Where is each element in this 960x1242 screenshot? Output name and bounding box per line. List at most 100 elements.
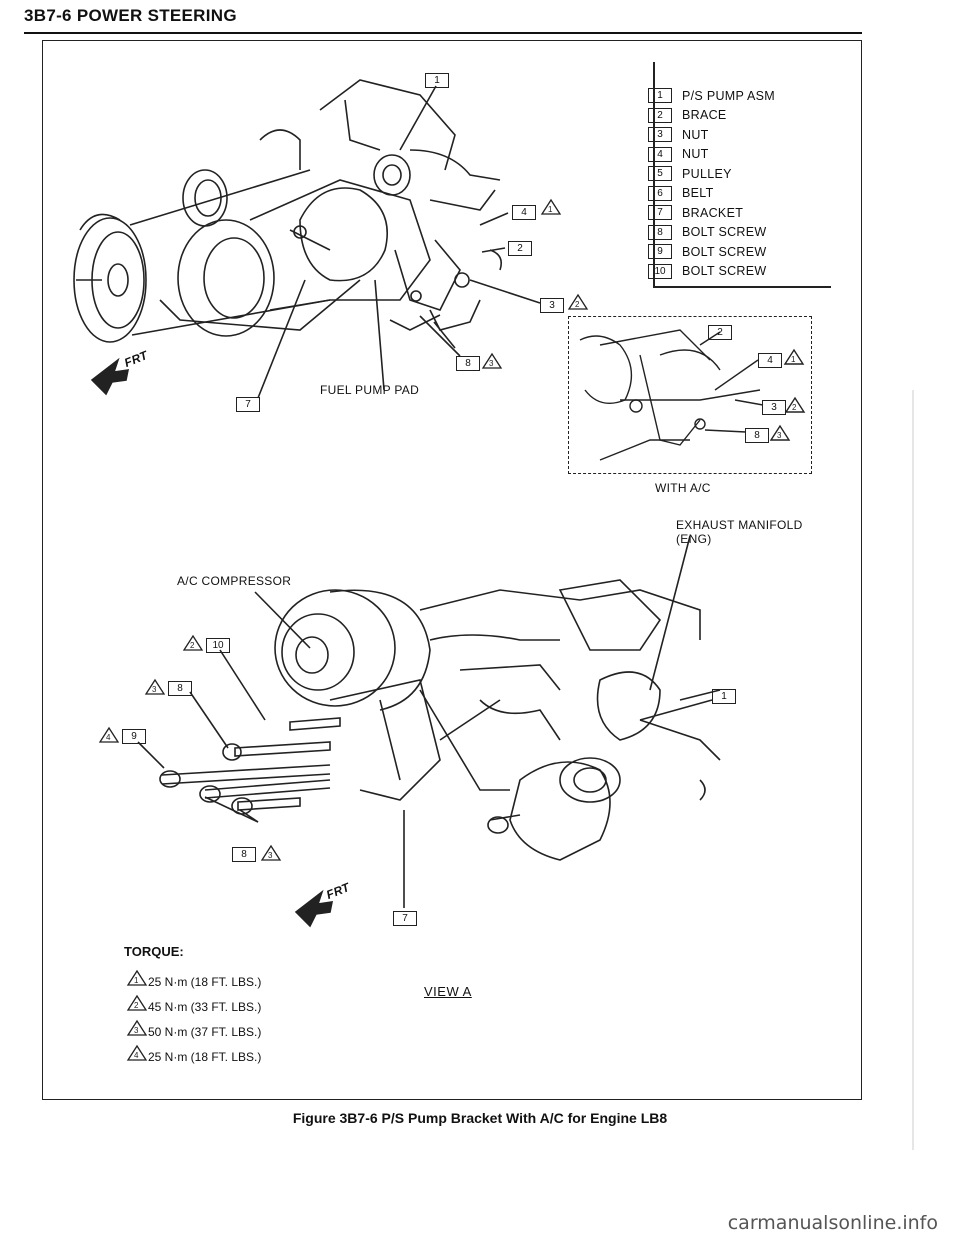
inset-drawing [579, 329, 806, 461]
torque-row: 25 N·m (18 FT. LBS.) [124, 969, 261, 994]
header-rule [24, 32, 862, 34]
fuel-pump-pad-label: FUEL PUMP PAD [320, 383, 420, 397]
idler-pulley-icon [182, 169, 228, 227]
callout-7-bottom: 7 [393, 911, 417, 926]
callout-7: 7 [236, 397, 260, 412]
inset-callout-4: 4 [758, 353, 782, 368]
legend-num: 3 [648, 127, 672, 143]
torque-triangles [126, 969, 148, 1061]
legend-num: 9 [648, 244, 672, 260]
legend-row: 9 BOLT SCREW [648, 242, 828, 262]
legend-num: 6 [648, 185, 672, 201]
figure-caption: Figure 3B7-6 P/S Pump Bracket With A/C f… [292, 1110, 668, 1126]
with-ac-label: WITH A/C [655, 481, 711, 495]
legend-num: 1 [648, 88, 672, 104]
svg-text:2: 2 [792, 403, 797, 412]
exhaust-manifold-label: EXHAUST MANIFOLD [676, 518, 803, 532]
torque-row: 25 N·m (18 FT. LBS.) [124, 1044, 261, 1069]
svg-text:3: 3 [777, 431, 782, 440]
ps-pump-icon [177, 79, 501, 337]
legend-num: 5 [648, 166, 672, 182]
inset-callout-3: 3 [762, 400, 786, 415]
legend-label: BOLT SCREW [682, 264, 767, 279]
page-header: 3B7-6 POWER STEERING [24, 6, 237, 25]
torque-row: 45 N·m (33 FT. LBS.) [124, 994, 261, 1019]
legend-row: 7 BRACKET [648, 203, 828, 223]
legend-num: 10 [648, 263, 672, 279]
svg-text:2: 2 [575, 300, 580, 309]
callout-4: 4 [512, 205, 536, 220]
legend-label: P/S PUMP ASM [682, 88, 775, 103]
torque-title: TORQUE: [124, 944, 184, 959]
svg-text:4: 4 [134, 1051, 139, 1060]
legend-label: PULLEY [682, 166, 732, 181]
ac-compressor-icon [274, 589, 431, 711]
callout-8: 8 [456, 356, 480, 371]
legend-label: BELT [682, 186, 714, 201]
svg-text:3: 3 [489, 359, 494, 368]
legend-num: 7 [648, 205, 672, 221]
bracket-icon [159, 239, 470, 331]
bracket-bottom-icon [329, 679, 510, 801]
callout-8a: 8 [168, 681, 192, 696]
bolts-icon [159, 717, 341, 815]
inset-callout-2: 2 [708, 325, 732, 340]
legend-row: 10 BOLT SCREW [648, 262, 828, 282]
legend-label: BOLT SCREW [682, 244, 767, 259]
torque-value: 45 N·m (33 FT. LBS.) [148, 999, 262, 1014]
callout-3: 3 [540, 298, 564, 313]
legend-num: 4 [648, 146, 672, 162]
svg-text:3: 3 [134, 1026, 139, 1035]
eng-label: (ENG) [676, 532, 712, 546]
svg-text:1: 1 [791, 355, 796, 364]
legend-row: 6 BELT [648, 184, 828, 204]
engine-block-icon [419, 579, 721, 801]
legend-label: BRACKET [682, 205, 744, 220]
legend-label: BOLT SCREW [682, 225, 767, 240]
legend-row: 2 BRACE [648, 106, 828, 126]
legend-num: 8 [648, 224, 672, 240]
view-a-label: VIEW A [424, 984, 472, 999]
svg-text:2: 2 [134, 1001, 139, 1010]
legend-row: 3 NUT [648, 125, 828, 145]
callout-1-bottom: 1 [712, 689, 736, 704]
ps-pump-bottom-icon [487, 757, 621, 861]
callout-triangles-bottom [98, 634, 282, 861]
legend-num: 2 [648, 107, 672, 123]
svg-text:1: 1 [548, 205, 553, 214]
legend-label: NUT [682, 127, 709, 142]
callout-8b: 8 [232, 847, 256, 862]
callout-2: 2 [508, 241, 532, 256]
ac-compressor-label: A/C COMPRESSOR [177, 574, 292, 588]
crank-pulley-icon [73, 213, 147, 343]
torque-value: 25 N·m (18 FT. LBS.) [148, 1049, 262, 1064]
legend-row: 8 BOLT SCREW [648, 223, 828, 243]
svg-text:3: 3 [152, 685, 157, 694]
torque-specs: TORQUE: 25 N·m (18 FT. LBS.) 45 N·m (33 … [124, 944, 261, 1069]
frt-arrow-icon [90, 357, 130, 396]
svg-text:3: 3 [268, 851, 273, 860]
callout-triangles-top [481, 198, 589, 369]
frt-arrow-bottom-icon [294, 889, 334, 928]
svg-text:2: 2 [190, 641, 195, 650]
torque-value: 50 N·m (37 FT. LBS.) [148, 1024, 262, 1039]
legend-divider [653, 286, 831, 288]
svg-text:1: 1 [134, 976, 139, 985]
inset-callout-8: 8 [745, 428, 769, 443]
legend-row: 5 PULLEY [648, 164, 828, 184]
torque-row: 50 N·m (37 FT. LBS.) [124, 1019, 261, 1044]
with-ac-inset [568, 316, 812, 474]
legend-row: 1 P/S PUMP ASM [648, 86, 828, 106]
svg-text:4: 4 [106, 733, 111, 742]
callout-9: 9 [122, 729, 146, 744]
callout-10: 10 [206, 638, 230, 653]
legend-row: 4 NUT [648, 145, 828, 165]
legend-divider-vertical [653, 62, 655, 288]
torque-value: 25 N·m (18 FT. LBS.) [148, 974, 262, 989]
legend-label: BRACE [682, 108, 727, 123]
watermark: carmanualsonline.info [727, 1212, 938, 1234]
callout-1: 1 [425, 73, 449, 88]
legend-label: NUT [682, 147, 709, 162]
